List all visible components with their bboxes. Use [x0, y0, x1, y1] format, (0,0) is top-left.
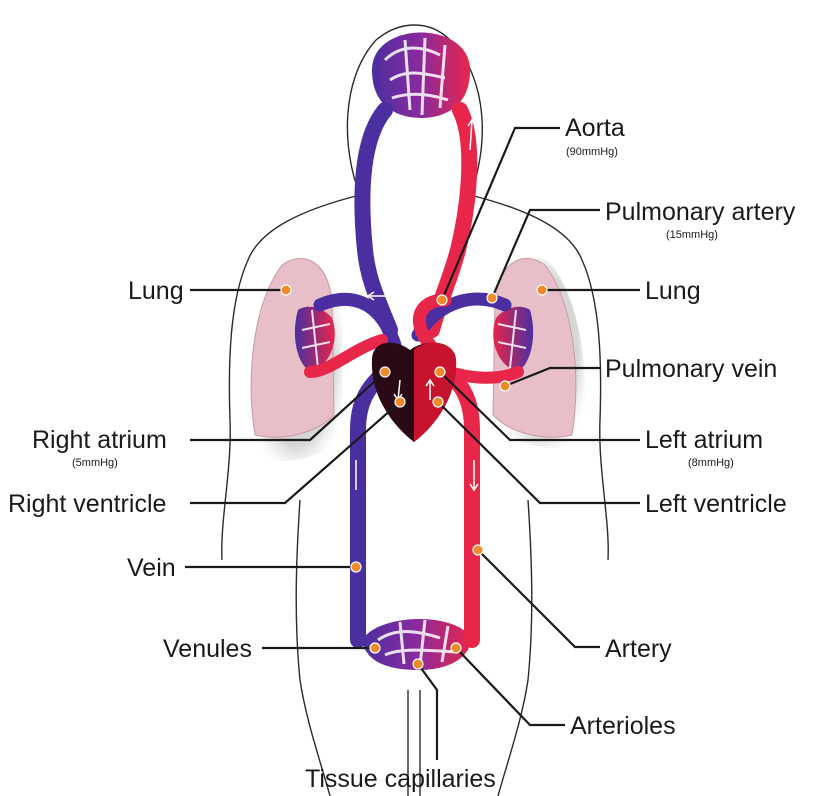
- lung-right-marker: [537, 285, 547, 295]
- artery-marker: [473, 545, 483, 555]
- vein-marker: [351, 562, 361, 572]
- artery-leader: [478, 550, 600, 647]
- left-heart-label-2: Hearth: [420, 457, 456, 471]
- pulmonary-artery-pressure: (15mmHg): [666, 229, 718, 241]
- arterioles-label: Arterioles: [570, 712, 676, 740]
- left-heart-label-1: Left: [428, 443, 449, 457]
- arterioles-marker: [451, 643, 461, 653]
- lung-right-label: Lung: [645, 277, 701, 305]
- aorta-label: Aorta: [565, 114, 625, 142]
- venules-marker: [370, 643, 380, 653]
- aorta-marker: [437, 295, 447, 305]
- right-atrium-label: Right atrium: [32, 426, 167, 454]
- right-heart-label-1: Right: [380, 443, 409, 457]
- left-atrium-pressure: (8mmHg): [688, 457, 734, 469]
- right-ventricle-marker: [395, 397, 405, 407]
- vein-label: Vein: [127, 554, 176, 582]
- pulmonary-artery-label: Pulmonary artery: [605, 198, 796, 226]
- right-atrium-marker: [380, 367, 390, 377]
- right-ventricle-label: Right ventricle: [8, 490, 166, 518]
- tissue-capillaries-marker: [413, 659, 423, 669]
- aorta-pressure: (90mmHg): [566, 146, 618, 158]
- tissue-capillaries-leader: [418, 664, 437, 760]
- left-ventricle-marker: [433, 397, 443, 407]
- left-atrium-label: Left atrium: [645, 426, 763, 454]
- pulmonary-artery-marker: [487, 293, 497, 303]
- venules-label: Venules: [163, 635, 252, 663]
- arterioles-leader: [456, 648, 565, 725]
- lung-left-label: Lung: [128, 277, 184, 305]
- right-heart-label-2: Hearth: [373, 457, 409, 471]
- left-ventricle-label: Left ventricle: [645, 490, 787, 518]
- right-atrium-pressure: (5mmHg): [72, 457, 118, 469]
- left-atrium-marker: [435, 367, 445, 377]
- tissue-capillaries-label: Tissue capillaries: [305, 765, 496, 793]
- artery-label: Artery: [605, 635, 672, 663]
- lung-left-marker: [281, 285, 291, 295]
- pulmonary-vein-label: Pulmonary vein: [605, 355, 777, 383]
- pulmonary-vein-marker: [500, 381, 510, 391]
